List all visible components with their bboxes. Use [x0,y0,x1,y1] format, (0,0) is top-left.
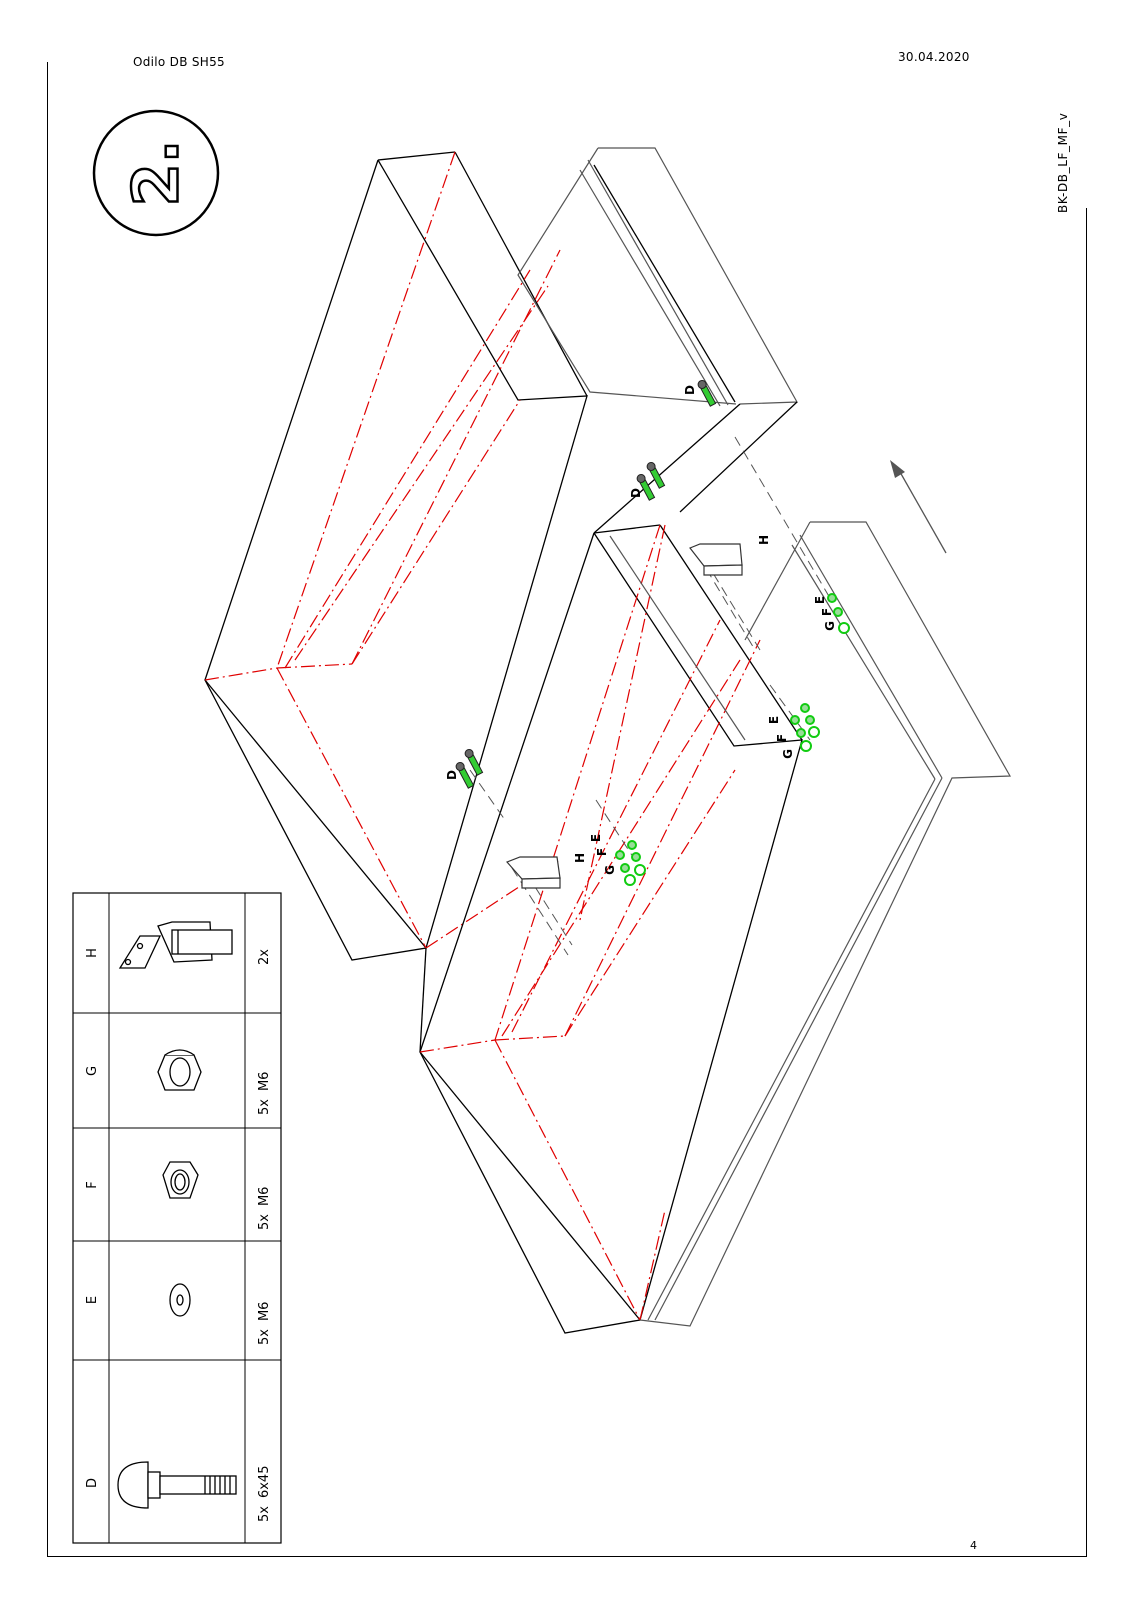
carriage-bolt-hardware [455,379,717,789]
upper-left-panel [204,151,588,961]
part-spec-g: 5xM6 [257,1072,272,1115]
lower-right-frame [609,521,1012,1327]
page-number: 4 [970,1539,977,1552]
part-letter-d: D [85,1478,100,1488]
part-letter-f: F [85,1181,100,1188]
frame-right-border [1086,208,1087,1557]
part-qty-g: 5x [257,1099,272,1115]
upper-right-frame-edges [593,164,798,534]
part-letter-h: H [85,948,100,958]
callout-g: G [781,749,795,759]
document-date: 30.04.2020 [898,50,970,64]
part-qty-d: 5x [257,1506,272,1522]
post-bracket-icon [118,921,233,969]
callout-d: D [445,770,459,780]
frame-bottom-border [47,1556,1087,1557]
callout-labels: D D D H H E F G E F G E F G [445,385,837,875]
callout-f: F [595,848,609,856]
washer-nut-hardware [615,593,850,886]
callout-d: D [683,385,697,395]
callout-f: F [775,734,789,742]
upper-left-hidden-edges [204,151,561,949]
washer-icon [169,1283,191,1317]
callout-h: H [757,535,771,545]
step-number: 2. [120,140,193,207]
step-badge: 2. [92,109,220,237]
hex-nut-icon [162,1161,199,1199]
parts-table: D E F G H 5x6x45 5xM6 5xM6 5xM6 2x [72,892,282,1544]
frame-left-border [47,62,48,1557]
lower-panel-hidden-edges [419,524,761,1321]
part-spec-f: 5xM6 [257,1187,272,1230]
callout-e: E [589,834,603,842]
direction-arrow [890,460,947,554]
part-spec-d: 5x 6x45 [257,1466,272,1522]
part-spec-h: 2x [257,949,272,965]
callout-g: G [823,621,837,631]
part-qty-e: 5x [257,1329,272,1345]
product-name: Odilo DB SH55 [133,55,225,69]
bracket-hardware [505,543,743,889]
callout-h: H [573,853,587,863]
callout-e: E [767,716,781,724]
part-size-d: 6x45 [257,1466,272,1499]
part-letter-g: G [85,1066,100,1076]
part-letter-e: E [85,1296,100,1304]
callout-d: D [629,488,643,498]
callout-f: F [820,608,834,616]
part-qty-h: 2x [257,949,272,965]
upper-right-frame [517,147,799,407]
part-size-e: M6 [257,1302,272,1322]
callout-g: G [603,865,617,875]
part-size-g: M6 [257,1072,272,1092]
callout-e: E [813,596,827,604]
part-size-f: M6 [257,1187,272,1207]
part-spec-e: 5xM6 [257,1302,272,1345]
carriage-bolt-icon [117,1461,237,1509]
part-qty-f: 5x [257,1214,272,1230]
cap-nut-icon [157,1049,202,1091]
